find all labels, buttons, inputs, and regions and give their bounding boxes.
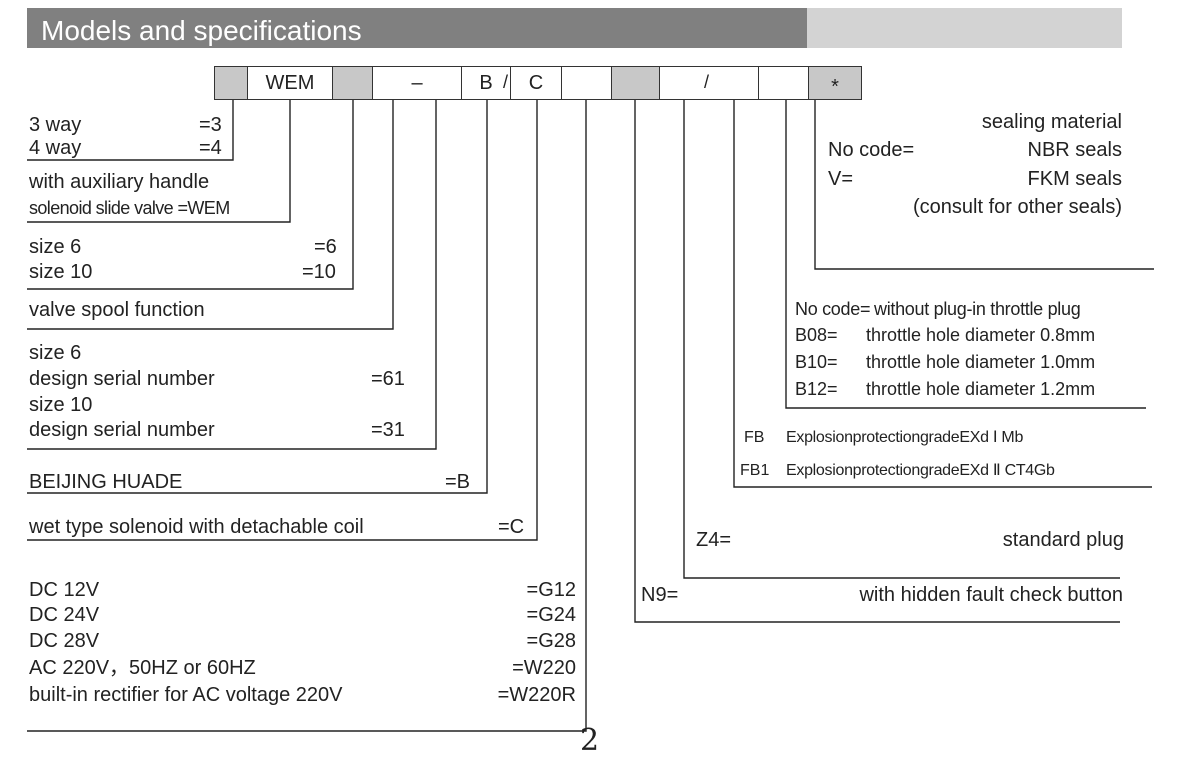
way3-label: 3 way: [29, 114, 82, 136]
seal-nocode: No code=: [828, 139, 915, 161]
throttle-code: B12=: [795, 379, 838, 399]
throttle-desc: without plug-in throttle plug: [874, 299, 1081, 319]
section-banner: Models and specifications: [27, 8, 1122, 48]
voltage-label: DC 24V: [29, 604, 100, 626]
voltage-code: =G24: [526, 604, 576, 626]
explosion-code: FB: [744, 429, 765, 446]
serial-code6: =61: [371, 368, 405, 390]
leader-solenoid: [27, 100, 538, 541]
throttle-desc: throttle hole diameter 1.2mm: [866, 379, 1096, 399]
throttle-code: B10=: [795, 352, 838, 372]
banner-dark-bar: [27, 8, 807, 48]
handle-label: with auxiliary handle: [29, 171, 210, 193]
size10-label: size 10: [29, 261, 93, 283]
leader-button: [634, 100, 1120, 623]
leader-seal: [814, 100, 1154, 270]
size6-label: size 6: [29, 236, 82, 258]
voltage-label: DC 12V: [29, 579, 100, 601]
section-title: Models and specifications: [41, 15, 362, 46]
leader-throttle: [785, 100, 1146, 409]
explosion-desc: ExplosionprotectiongradeEXd Ⅰ Mb: [786, 429, 1024, 446]
code-cell-wem: WEM: [247, 66, 333, 100]
plug-desc: standard plug: [1002, 529, 1124, 551]
serial-size10: size 10: [29, 394, 93, 416]
maker-label: BEIJING HUADE: [29, 471, 183, 493]
code-cell-b: B: [461, 66, 511, 100]
leader-explosion: [733, 100, 1152, 488]
voltage-code: =W220: [512, 657, 576, 679]
seal-other: (consult for other seals): [913, 196, 1122, 218]
code-cell-seal: *: [808, 66, 862, 100]
throttle-desc: throttle hole diameter 0.8mm: [866, 325, 1096, 345]
code-cell-8: [611, 66, 660, 100]
plug-code: Z4=: [696, 529, 732, 551]
way4-code: =4: [199, 137, 222, 159]
leader-ways: [27, 100, 234, 161]
serial-design6: design serial number: [29, 368, 215, 390]
voltage-code: =G12: [526, 579, 576, 601]
seal-v: V=: [828, 168, 854, 190]
leader-handle: [27, 100, 291, 223]
wem-label: solenoid slide valve =WEM: [29, 198, 230, 218]
size10-code: =10: [302, 261, 336, 283]
seal-title: sealing material: [981, 111, 1122, 133]
seal-fkm: FKM seals: [1027, 168, 1122, 190]
separator-slash: /: [704, 72, 710, 92]
explosion-desc: ExplosionprotectiongradeEXd Ⅱ CT4Gb: [786, 462, 1055, 479]
spool-label: valve spool function: [29, 299, 205, 321]
code-cell-9: [659, 66, 759, 100]
button-code: N9=: [641, 584, 679, 606]
maker-code: =B: [445, 471, 471, 493]
leader-plug: [683, 100, 1120, 579]
way3-code: =3: [199, 114, 222, 136]
voltage-label: DC 28V: [29, 630, 100, 652]
voltage-label: AC 220V，50HZ or 60HZ: [29, 657, 256, 679]
leader-voltage: [27, 100, 587, 732]
serial-size6: size 6: [29, 342, 82, 364]
throttle-code: No code=: [795, 299, 871, 319]
explosion-code: FB1: [740, 462, 770, 479]
leader-spool: [27, 100, 394, 330]
voltage-code: =G28: [526, 630, 576, 652]
seal-nbr: NBR seals: [1027, 139, 1122, 161]
button-desc: with hidden fault check button: [859, 584, 1123, 606]
serial-code10: =31: [371, 419, 405, 441]
solenoid-code: =C: [498, 516, 525, 538]
code-cell-10: [758, 66, 809, 100]
separator-slash: /: [503, 72, 509, 92]
size6-code: =6: [314, 236, 337, 258]
code-cell-7: [561, 66, 612, 100]
leader-size: [27, 100, 354, 290]
page-number: 2: [580, 723, 600, 758]
serial-design10: design serial number: [29, 419, 215, 441]
throttle-desc: throttle hole diameter 1.0mm: [866, 352, 1096, 372]
leader-serial: [27, 100, 437, 450]
way4-label: 4 way: [29, 137, 82, 159]
code-cell-dash: –: [372, 66, 462, 100]
throttle-code: B08=: [795, 325, 838, 345]
voltage-code: =W220R: [497, 684, 576, 706]
banner-light-bar: [807, 8, 1122, 48]
solenoid-label: wet type solenoid with detachable coil: [29, 516, 364, 538]
leader-maker: [27, 100, 488, 494]
voltage-label: built-in rectifier for AC voltage 220V: [29, 684, 343, 706]
